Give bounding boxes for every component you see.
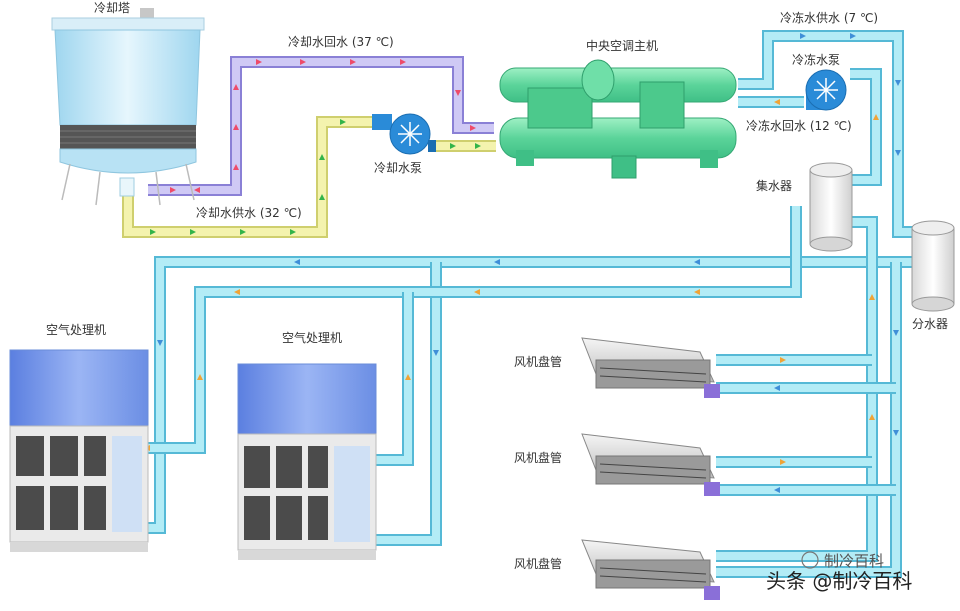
label-fcu-2: 风机盘管 xyxy=(514,450,562,465)
label-chiller: 中央空调主机 xyxy=(586,38,658,53)
label-ahu-1: 空气处理机 xyxy=(46,322,106,337)
watermark-secondary: 制冷百科 xyxy=(824,552,884,570)
central-chiller xyxy=(499,59,737,179)
water-collector-tank xyxy=(809,162,853,252)
fan-coil-unit-2 xyxy=(581,433,720,496)
label-cooling-supply: 冷却水供水 (32 ℃) xyxy=(196,206,302,220)
label-cooling-pump: 冷却水泵 xyxy=(374,161,422,175)
label-ahu-2: 空气处理机 xyxy=(282,330,342,345)
chilled-water-pump xyxy=(805,69,847,111)
label-collector: 集水器 xyxy=(756,178,792,193)
watermark: 制冷百科 头条 @制冷百科 xyxy=(766,551,912,593)
watermark-main: 头条 @制冷百科 xyxy=(766,569,912,593)
cooling-water-pump xyxy=(372,113,436,155)
label-chilled-supply: 冷冻水供水 (7 ℃) xyxy=(780,10,878,25)
label-cooling-return: 冷却水回水 (37 ℃) xyxy=(288,35,394,49)
label-chilled-return: 冷冻水回水 (12 ℃) xyxy=(746,118,852,133)
flow-arrows xyxy=(144,33,901,493)
water-distributor-tank xyxy=(911,220,955,312)
fan-coil-unit-3 xyxy=(581,539,720,600)
fan-coil-unit-1 xyxy=(581,337,720,398)
air-handling-unit-1 xyxy=(9,349,149,552)
label-chilled-pump: 冷冻水泵 xyxy=(792,52,840,67)
label-fcu-1: 风机盘管 xyxy=(514,354,562,369)
cooling-tower xyxy=(51,8,205,206)
label-cooling-tower: 冷却塔 xyxy=(94,1,130,15)
label-fcu-3: 风机盘管 xyxy=(514,556,562,571)
label-distributor: 分水器 xyxy=(912,317,948,331)
air-handling-unit-2 xyxy=(237,363,377,560)
